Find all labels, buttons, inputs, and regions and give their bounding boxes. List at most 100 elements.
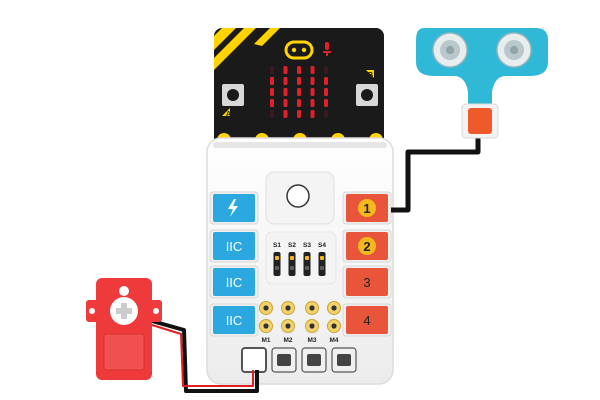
sensor-transducer-left xyxy=(432,32,468,68)
switches xyxy=(273,252,326,276)
led-4-0 xyxy=(270,110,274,118)
switch-3[interactable] xyxy=(303,252,311,276)
motor-pin-hole-4-2 xyxy=(331,323,337,329)
switch-label-3: S3 xyxy=(303,242,311,249)
led-2-0 xyxy=(270,88,274,96)
motor-label-4: M4 xyxy=(329,337,338,344)
motor-labels: M1 M2 M3 M4 xyxy=(261,337,338,344)
switch-2-base xyxy=(290,266,294,270)
motor-label-1: M1 xyxy=(261,337,270,344)
switch-4-base xyxy=(320,266,324,270)
right-port-badge-2 xyxy=(358,237,376,255)
button-a[interactable] xyxy=(222,84,244,106)
led-0-4 xyxy=(324,66,328,74)
right-port-label-3: 3 xyxy=(363,275,370,290)
ultrasonic-sensor xyxy=(416,28,548,139)
right-port-label-1: 1 xyxy=(363,201,370,216)
led-4-2 xyxy=(297,110,301,118)
servo-horn xyxy=(110,297,138,325)
right-port-4[interactable] xyxy=(346,306,388,334)
switch-1[interactable] xyxy=(273,252,281,276)
led-0-2 xyxy=(297,66,301,74)
led-3-2 xyxy=(297,99,301,107)
button-b-label: B xyxy=(368,72,373,79)
bottom-connector-socket-2 xyxy=(277,354,291,366)
led-2-1 xyxy=(283,88,288,96)
left-port-4[interactable] xyxy=(213,306,255,334)
left-port-label-3: IIC xyxy=(226,275,243,290)
reset-button[interactable] xyxy=(265,171,335,225)
motor-pin-hole-1-2 xyxy=(263,323,269,329)
left-port-label-2: IIC xyxy=(226,239,243,254)
led-0-3 xyxy=(310,66,315,74)
led-4-3 xyxy=(310,110,315,118)
led-2-4 xyxy=(324,88,328,96)
motor-pin-hole-3-1 xyxy=(309,305,315,311)
switch-4-knob xyxy=(320,256,324,260)
bottom-connectors xyxy=(241,347,357,373)
servo-label-panel xyxy=(103,333,145,371)
bottom-connector-1[interactable] xyxy=(241,347,267,373)
button-a-label: A xyxy=(226,111,231,118)
lightning-icon xyxy=(228,199,238,217)
motor-pin-hole-1-1 xyxy=(263,305,269,311)
motor-pin-hole-2-1 xyxy=(285,305,291,311)
switch-2-knob xyxy=(290,256,294,260)
switch-label-4: S4 xyxy=(318,242,326,249)
motor-pins xyxy=(259,301,341,333)
button-a-label-tag xyxy=(222,108,230,116)
led-0-1 xyxy=(283,66,288,74)
led-4-4 xyxy=(324,110,328,118)
servo-wire xyxy=(151,319,259,393)
microbit-logo xyxy=(284,40,314,60)
left-port-2[interactable] xyxy=(213,232,255,260)
servo-motor xyxy=(86,278,162,380)
led-1-3 xyxy=(310,77,315,85)
right-port-badge-1 xyxy=(358,199,376,217)
led-1-1 xyxy=(283,77,288,85)
bottom-connector-socket-3 xyxy=(307,354,321,366)
motor-label-3: M3 xyxy=(307,337,316,344)
switch-4[interactable] xyxy=(318,252,326,276)
button-b[interactable] xyxy=(356,84,378,106)
microbit-board: A B xyxy=(214,28,384,147)
led-2-2 xyxy=(297,88,301,96)
motor-label-2: M2 xyxy=(283,337,292,344)
left-port-label-4: IIC xyxy=(226,313,243,328)
sensor-wire xyxy=(391,138,481,213)
switch-2[interactable] xyxy=(288,252,296,276)
expansion-board: S1 S2 S3 S4 M1 M2 M3 M4 IIC IIC IIC 1 2 3 4 xyxy=(206,137,394,385)
microbit-corner-stripes xyxy=(214,28,280,70)
right-ports: 1 2 3 4 xyxy=(342,191,392,337)
led-1-2 xyxy=(297,77,301,85)
led-0-0 xyxy=(270,66,274,74)
led-4-1 xyxy=(283,110,288,118)
motor-pin-hole-2-2 xyxy=(285,323,291,329)
motor-pin-hole-3-2 xyxy=(309,323,315,329)
left-port-3[interactable] xyxy=(213,268,255,296)
logo-dot-right xyxy=(301,47,307,53)
button-b-label-tag xyxy=(366,70,374,78)
led-1-4 xyxy=(324,77,328,85)
motor-pin-hole-4-1 xyxy=(331,305,337,311)
led-3-1 xyxy=(283,99,288,107)
left-ports: IIC IIC IIC xyxy=(209,191,259,337)
right-port-3[interactable] xyxy=(346,268,388,296)
bottom-connector-socket-4 xyxy=(337,354,351,366)
led-3-0 xyxy=(270,99,274,107)
servo-top-hole xyxy=(119,286,129,296)
microphone-icon xyxy=(323,42,331,56)
switch-3-base xyxy=(305,266,309,270)
right-port-label-2: 2 xyxy=(363,239,370,254)
switch-label-1: S1 xyxy=(273,242,281,249)
switch-labels: S1 S2 S3 S4 xyxy=(273,242,326,249)
switch-3-knob xyxy=(305,256,309,260)
switch-1-base xyxy=(275,266,279,270)
switch-label-2: S2 xyxy=(288,242,296,249)
sensor-connector xyxy=(468,108,492,134)
led-matrix xyxy=(270,66,328,118)
led-1-0 xyxy=(270,77,274,85)
sensor-transducer-right xyxy=(496,32,532,68)
right-port-label-4: 4 xyxy=(363,313,370,328)
